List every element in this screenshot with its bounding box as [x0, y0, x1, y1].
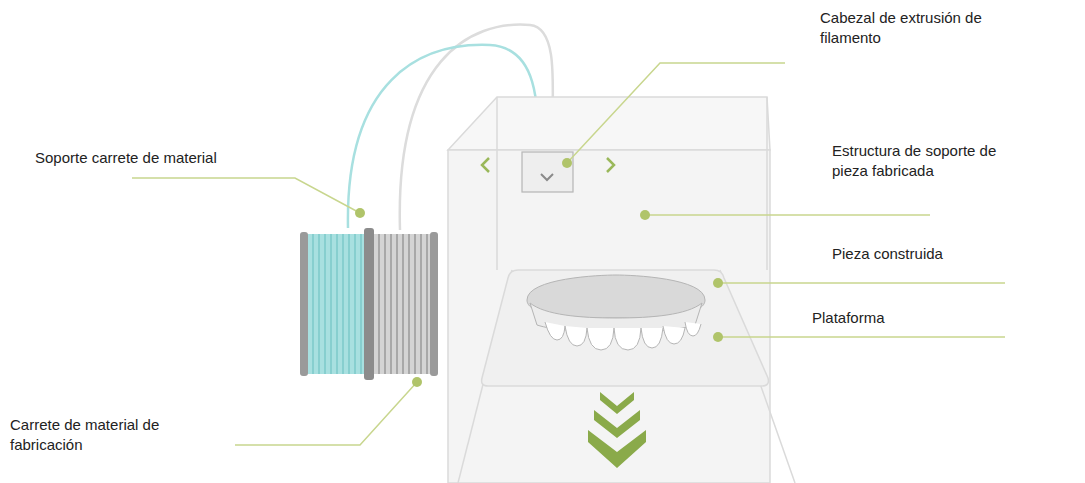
- leader-lines: [132, 63, 1005, 445]
- callout-label: Carrete de material de fabricación: [10, 415, 210, 455]
- material-spool: [300, 228, 438, 380]
- move-arrow: [482, 158, 489, 172]
- built-part: [527, 275, 705, 350]
- leader-dots: [355, 158, 723, 387]
- move-arrow: [607, 158, 614, 172]
- callout-label: Plataforma: [812, 308, 885, 328]
- callout-label: Pieza construida: [832, 244, 943, 264]
- platform: [482, 270, 769, 386]
- callout-label: Cabezal de extrusión de filamento: [820, 8, 1020, 48]
- extrusion-head: [522, 152, 573, 192]
- down-chevrons: [588, 392, 646, 468]
- enclosure: [448, 97, 795, 483]
- callout-label: Estructura de soporte de pieza fabricada: [832, 141, 1032, 181]
- callout-label: Soporte carrete de material: [35, 148, 217, 168]
